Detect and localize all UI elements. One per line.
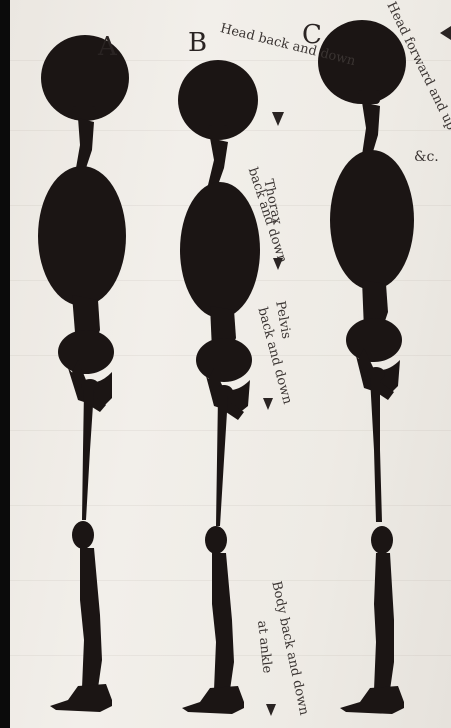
- arrow-pelvis: [263, 398, 273, 410]
- annotation-etc: &c.: [414, 150, 439, 164]
- skeleton-c-silhouette: [300, 0, 440, 728]
- skeleton-figure-c: [300, 0, 440, 728]
- arrow-head-forward-up: [440, 26, 451, 40]
- arrow-thorax: [273, 258, 283, 270]
- skeleton-a-silhouette: [20, 0, 160, 728]
- label-a: A: [98, 34, 117, 60]
- book-page: A B C Head back and down Thorax back and…: [10, 0, 451, 728]
- arrow-body-ankle: [266, 704, 276, 716]
- label-b: B: [188, 30, 207, 56]
- skeleton-figure-a: [20, 0, 160, 728]
- arrow-head-back-and-down: [272, 112, 284, 126]
